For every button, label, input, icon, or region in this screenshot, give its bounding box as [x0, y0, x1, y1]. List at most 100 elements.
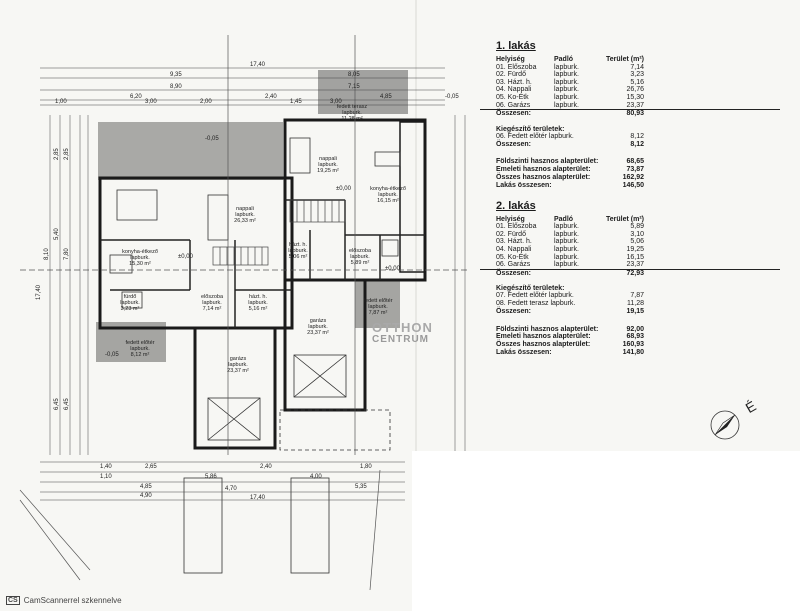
- apt2-total-row: Összes hasznos alapterület:160,93: [480, 341, 780, 349]
- apt1-total-label: Lakás összesen:: [496, 181, 552, 189]
- watermark-line2: CENTRUM: [372, 334, 429, 345]
- apt2-cell: lapburk.: [554, 230, 579, 238]
- apt2-extra-label: Összesen:: [496, 307, 532, 315]
- svg-text:lapburk.: lapburk.: [378, 192, 398, 198]
- dim-bottom: 4,90: [140, 493, 152, 499]
- apt1-total-row: Földszinti hasznos alapterület:68,65: [480, 158, 780, 166]
- svg-text:konyha-étkező: konyha-étkező: [370, 186, 406, 192]
- apt1-total-label: Emeleti hasznos alapterület:: [496, 166, 591, 174]
- dim-top: 8,90: [170, 84, 182, 90]
- apt1-cell: lapburk.: [554, 101, 579, 109]
- apt1-cell: 01. Előszoba: [496, 63, 537, 71]
- north-arrow-icon: [710, 410, 740, 440]
- apt1-total-value: 68,65: [626, 158, 644, 166]
- svg-text:nappali: nappali: [319, 156, 337, 162]
- dim-top: 8,05: [348, 72, 360, 78]
- apt2-total-label: Lakás összesen:: [496, 349, 552, 357]
- dim-left: 17,40: [36, 284, 42, 300]
- apt2-total-value: 141,80: [622, 349, 644, 357]
- dim-bottom: 4,00: [310, 474, 322, 480]
- svg-text:5,89 m²: 5,89 m²: [351, 260, 370, 266]
- svg-text:5,16 m²: 5,16 m²: [249, 306, 268, 312]
- dim-left: 2,85: [54, 148, 60, 160]
- svg-text:8,12 m²: 8,12 m²: [131, 352, 150, 358]
- apt2-cell: 19,25: [626, 245, 644, 253]
- svg-text:lapburk.: lapburk.: [318, 162, 338, 168]
- apt2-cell: lapburk.: [554, 253, 579, 261]
- svg-text:lapburk.: lapburk.: [248, 300, 268, 306]
- dim-top: 1,00: [55, 99, 67, 105]
- dim-bottom: 5,86: [205, 474, 217, 480]
- apt2-cell: 05. Ko-Étk: [496, 253, 529, 261]
- svg-text:garázs: garázs: [230, 356, 247, 362]
- apt1-total-value: 162,92: [622, 173, 644, 181]
- apt2-total-value: 68,93: [626, 333, 644, 341]
- svg-text:előszoba: előszoba: [349, 248, 372, 254]
- apt2-cell: 04. Nappali: [496, 245, 532, 253]
- dim-left: 8,10: [44, 248, 50, 260]
- dim-bottom: 1,40: [100, 464, 112, 470]
- apt1-cell: lapburk.: [554, 78, 579, 86]
- apt1-sum: Összesen:80,93: [480, 109, 780, 118]
- svg-text:lapburk.: lapburk.: [342, 110, 362, 116]
- svg-text:házt. h.: házt. h.: [249, 294, 268, 300]
- level-mark: -0,05: [105, 352, 119, 358]
- svg-text:nappali: nappali: [236, 206, 254, 212]
- apt2-cell: lapburk.: [554, 245, 579, 253]
- svg-text:konyha-étkező: konyha-étkező: [122, 249, 158, 255]
- dim-top: 2,40: [265, 94, 277, 100]
- apt2-cell: lapburk.: [554, 261, 579, 269]
- svg-text:lapburk.: lapburk.: [350, 254, 370, 260]
- apt2-row: 04. Nappali lapburk. 19,25: [480, 246, 780, 254]
- apt1-cell: lapburk.: [554, 86, 579, 94]
- dim-top: 1,45: [290, 99, 302, 105]
- dim-bottom: 1,80: [360, 464, 372, 470]
- apt2-cell: 16,15: [626, 253, 644, 261]
- apt1-cell: 26,76: [626, 86, 644, 94]
- svg-text:fedett terasz: fedett terasz: [337, 104, 368, 110]
- apt1-extra-row: Összesen:8,12: [480, 141, 780, 149]
- apt2-cell: 5,06: [630, 238, 644, 246]
- apt2-cell: 01. Előszoba: [496, 223, 537, 231]
- apt2-extra-row: Összesen:19,15: [480, 308, 780, 316]
- svg-text:16,15 m²: 16,15 m²: [377, 198, 399, 204]
- dim-bottom: 1,10: [100, 474, 112, 480]
- dim-bottom: 4,85: [140, 484, 152, 490]
- dim-left: 6,45: [64, 398, 70, 410]
- svg-text:23,37 m²: 23,37 m²: [307, 330, 329, 336]
- svg-text:7,87 m²: 7,87 m²: [369, 310, 388, 316]
- scanner-footer: CS CamScannerrel szkennelve: [6, 596, 122, 605]
- apt1-cell: 7,14: [630, 63, 644, 71]
- apt2-total-label: Földszinti hasznos alapterület:: [496, 325, 599, 333]
- dim-top: 7,15: [348, 84, 360, 90]
- north-label: É: [743, 398, 759, 417]
- apt2-extra-value: 7,87: [630, 292, 644, 300]
- apt1-extra-label: 06. Fedett előtér lapburk.: [496, 132, 574, 140]
- level-mark: ±0,00: [385, 266, 401, 272]
- apt1-extra-value: 8,12: [630, 140, 644, 148]
- dim-bottom: 17,40: [250, 495, 266, 501]
- apt2-extra-title: Kiegészítő területek:: [496, 285, 565, 293]
- apt1-cell: 06. Garázs: [496, 101, 531, 109]
- apt2-extra-label: 08. Fedett terasz lapburk.: [496, 300, 576, 308]
- dim-top: 9,35: [170, 72, 182, 78]
- apt2-row: 03. Házt. h.lapburk.5,06: [480, 238, 780, 246]
- apt1-cell: 05. Ko-Étk: [496, 93, 529, 101]
- svg-text:23,37 m²: 23,37 m²: [227, 368, 249, 374]
- svg-text:3,23 m²: 3,23 m²: [121, 306, 140, 312]
- apt2-cell: 5,89: [630, 223, 644, 231]
- covered-entry-right: [355, 280, 400, 328]
